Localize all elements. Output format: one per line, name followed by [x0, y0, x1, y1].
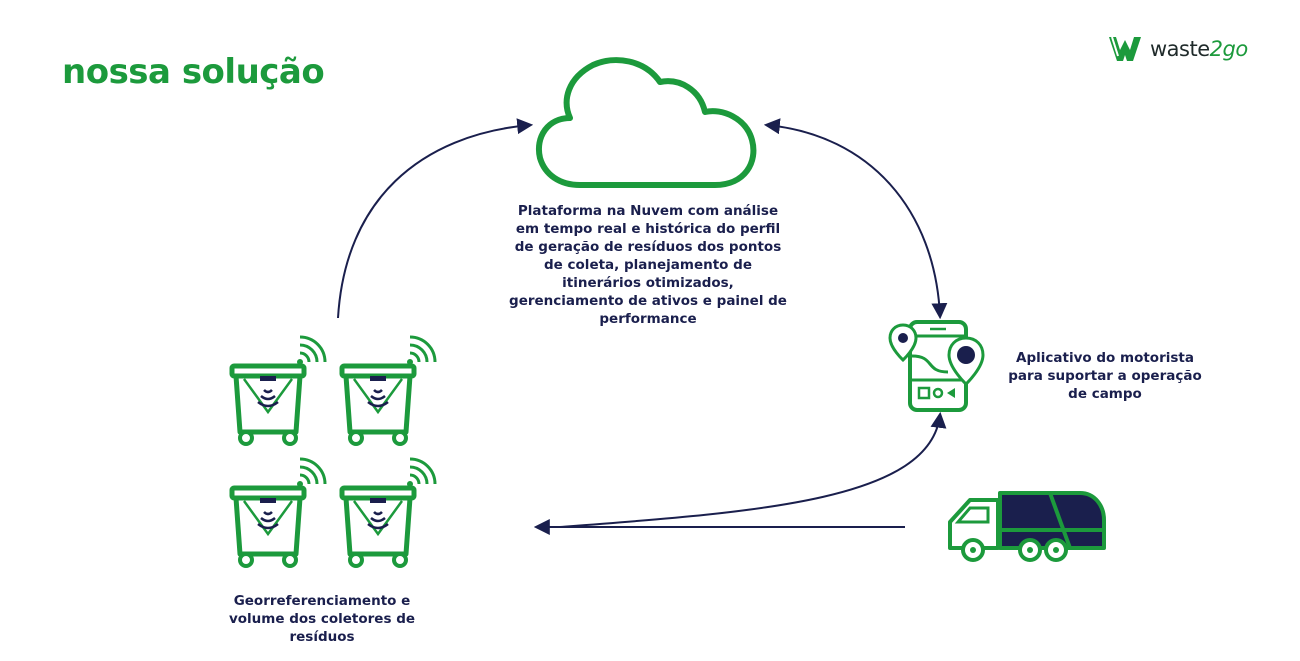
- bins-caption: Georreferenciamento e volume dos coletor…: [222, 592, 422, 646]
- caption-line: Plataforma na Nuvem com análise: [517, 203, 779, 219]
- smartphone-map-icon: [888, 320, 985, 412]
- caption-line: volume dos coletores de: [228, 611, 416, 627]
- driver-app-caption: Aplicativo do motorista para suportar a …: [1000, 349, 1210, 403]
- caption-line: em tempo real e histórica do perfil: [515, 221, 781, 237]
- logo-wordmark: waste2go: [1150, 36, 1249, 61]
- caption-line: itinerários otimizados,: [562, 275, 734, 291]
- caption-line: Aplicativo do motorista: [1016, 350, 1194, 366]
- page-title: nossa solução: [62, 52, 325, 92]
- caption-line: resíduos: [289, 629, 355, 645]
- arrow-bins-to-cloud: [337, 118, 534, 319]
- logo-word: waste: [1150, 36, 1210, 61]
- caption-line: performance: [599, 311, 697, 327]
- arrow-cloud-app: [763, 118, 948, 320]
- garbage-truck-icon: [948, 491, 1106, 562]
- logo-suffix: 2go: [1209, 36, 1249, 61]
- brand-logo: waste2go: [1108, 34, 1248, 64]
- waste2go-logo-icon: [1109, 36, 1141, 61]
- caption-line: para suportar a operação: [1008, 368, 1202, 384]
- arrow-truck-to-app: [559, 411, 947, 528]
- waste-bin-sensor-icon: [232, 337, 325, 444]
- caption-line: gerenciamento de ativos e painel de: [509, 293, 787, 309]
- caption-line: de campo: [1068, 386, 1142, 402]
- cloud-platform-caption: Plataforma na Nuvem com análise em tempo…: [505, 202, 791, 328]
- waste-bin-sensor-icon: [232, 459, 325, 566]
- caption-line: de geração de resíduos dos pontos: [514, 239, 782, 255]
- caption-line: Georreferenciamento e: [233, 593, 411, 609]
- waste-bin-sensor-icon: [342, 337, 435, 444]
- cloud-icon: [535, 57, 757, 188]
- waste-bin-sensor-icon: [342, 459, 435, 566]
- caption-line: de coleta, planejamento de: [544, 257, 752, 273]
